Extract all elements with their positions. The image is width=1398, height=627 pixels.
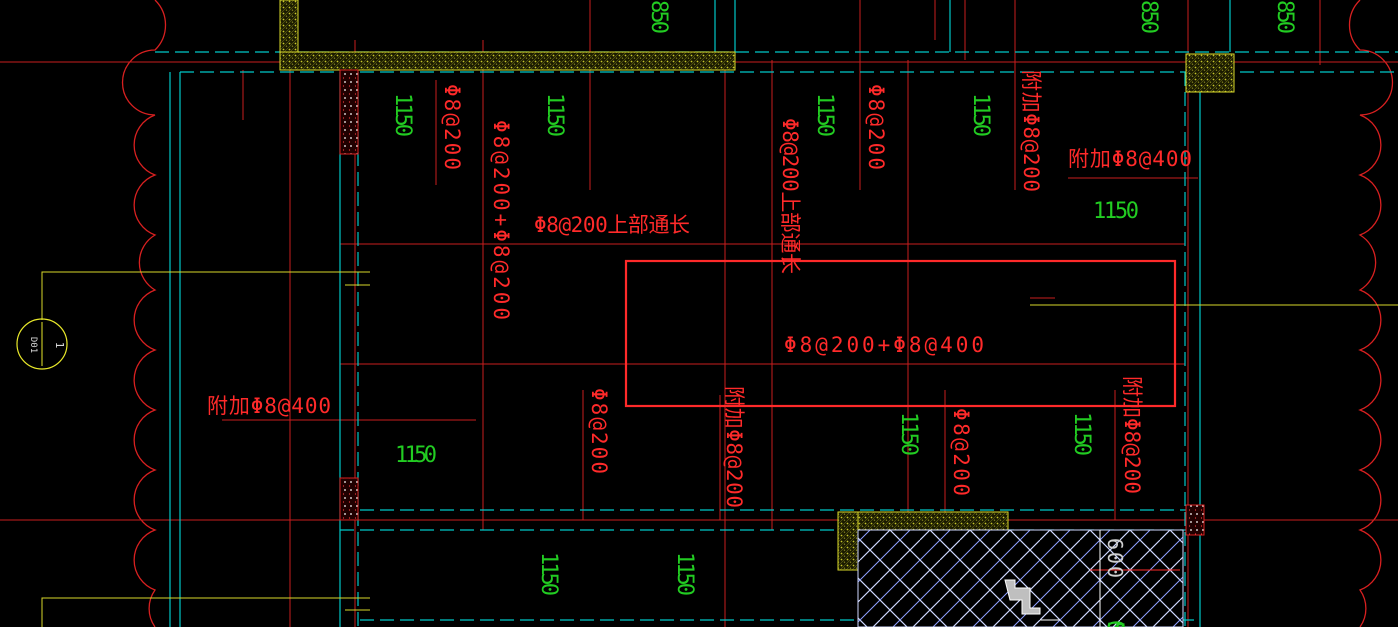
dim-1150-1: 1150	[390, 93, 415, 137]
rebar-v5: 附加Φ8@200	[1019, 70, 1043, 192]
dim-partial-top-2: 850	[1136, 0, 1161, 34]
dim-partial-top-3: 850	[1272, 0, 1297, 34]
dim-1150-7: 1150	[896, 412, 921, 456]
rebar-v8: Φ8@200	[949, 408, 973, 496]
hatched-wall-bottom	[837, 511, 1009, 571]
rebar-v1: Φ8@200	[440, 84, 464, 170]
rebar-v2: Φ8@200+Φ8@200	[489, 120, 513, 320]
rebar-h-mid: Φ8@200上部通长	[534, 213, 690, 237]
dim-1150-2: 1150	[542, 93, 567, 137]
dim-1150-10: 1150	[672, 552, 697, 596]
hatched-column-red-3	[1185, 504, 1205, 536]
stair-herringbone-block	[857, 529, 1184, 627]
rebar-v3: Φ8@200上部通长	[778, 118, 802, 274]
rebar-h-top: 附加Φ8@400	[1068, 147, 1192, 171]
rebar-v9: 附加Φ8@200	[1120, 376, 1144, 494]
revision-cloud-left	[121, 0, 167, 627]
rebar-v7: 附加Φ8@200	[722, 386, 746, 508]
dim-1150-9: 1150	[536, 552, 561, 596]
rebar-v4: Φ8@200	[864, 84, 888, 170]
hatched-column-red-2	[339, 477, 359, 521]
dimension-labels: 850 850 850 1150 1150 1150 1150 1150 115…	[390, 0, 1297, 627]
dim-1150-3: 1150	[812, 93, 837, 137]
dim-1150-4: 1150	[968, 93, 993, 137]
axis-bubble: 1 D01	[16, 318, 68, 370]
axis-bubble-sheet: D01	[28, 337, 38, 353]
dim-1150-8: 1150	[1069, 412, 1094, 456]
highlight-selection-box[interactable]	[624, 259, 1177, 408]
stair-dim-600: 600	[1103, 538, 1127, 578]
dim-1150-11: 1150	[1102, 620, 1127, 627]
dim-partial-top-1: 850	[646, 0, 671, 34]
rebar-h-left: 附加Φ8@400	[207, 394, 331, 418]
dim-1150-6: 1150	[395, 443, 437, 468]
yellow-leader-lines	[41, 271, 1398, 627]
hatched-wall-top	[279, 0, 736, 71]
axis-bubble-number: 1	[53, 342, 66, 349]
rebar-highlight-label: Φ8@200+Φ8@400	[784, 333, 984, 357]
dim-1150-5: 1150	[1093, 199, 1139, 224]
hatched-column-top-right	[1185, 53, 1235, 93]
rebar-v6: Φ8@200	[587, 388, 611, 474]
hatched-column-red-1	[339, 69, 359, 155]
revision-cloud-right	[1348, 0, 1394, 627]
